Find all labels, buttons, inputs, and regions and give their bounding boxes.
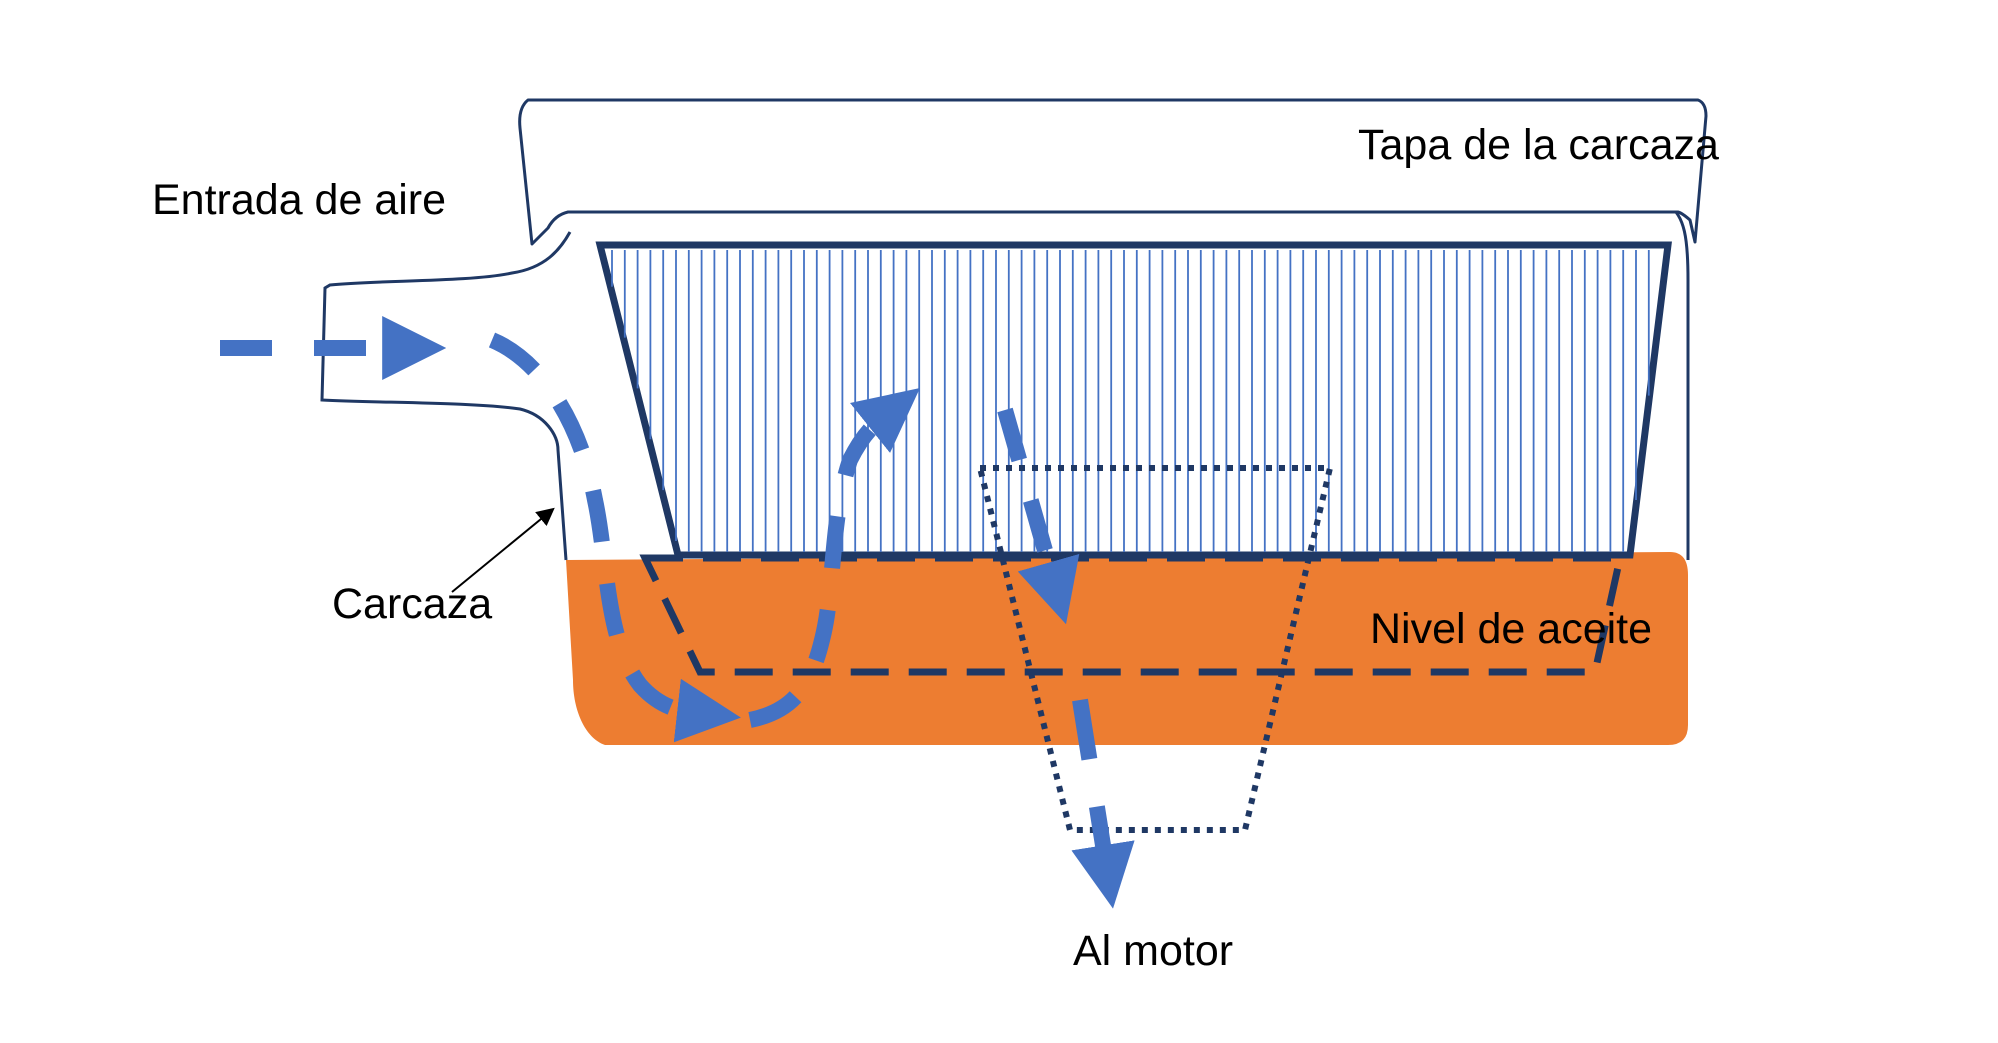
air-flow-arrow-up (748, 388, 920, 728)
housing-right-wall (1667, 203, 1690, 560)
to-engine-label: Al motor (1073, 927, 1233, 975)
oil-bath (566, 552, 1688, 745)
air-flow-path (220, 316, 1135, 909)
air-flow-arrow-to-engine (1071, 698, 1135, 909)
air-flow-arrow-into-outlet (997, 407, 1080, 625)
cover-label: Tapa de la carcaza (1358, 121, 1719, 169)
air-inlet-label: Entrada de aire (152, 176, 446, 224)
oil-level-label: Nivel de aceite (1370, 605, 1652, 653)
housing-leader-arrow (451, 507, 555, 593)
air-inlet-duct (320, 231, 572, 561)
air-flow-arrow-down (488, 332, 741, 743)
filter-element-frame (595, 241, 1672, 559)
housing-label: Carcaza (332, 580, 492, 628)
filter-element-mesh (611, 250, 1650, 552)
housing-cover (518, 98, 1708, 246)
oil-level-dashed-outline (639, 554, 1625, 676)
